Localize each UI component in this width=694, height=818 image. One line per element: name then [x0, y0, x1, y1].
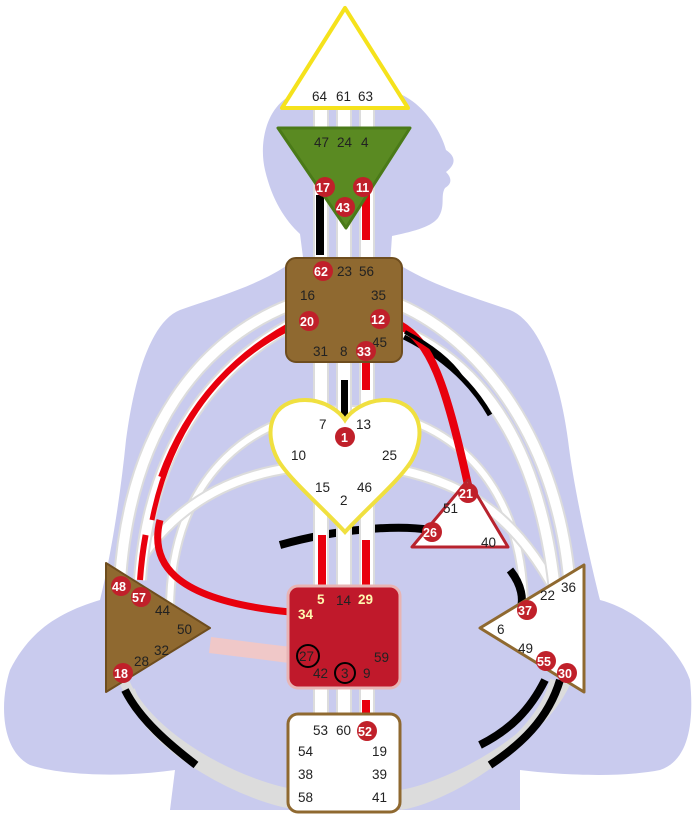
svg-text:17: 17: [316, 181, 330, 195]
solar-plexus-center: 36 22 37 6 49 55 30: [478, 563, 586, 694]
throat-center: 62 23 56 16 35 20 12 45 31 8 33: [285, 257, 403, 363]
gate-34: 34: [298, 607, 314, 622]
gate-47: 47: [314, 135, 329, 150]
gate-23: 23: [337, 264, 352, 279]
svg-text:43: 43: [336, 201, 350, 215]
svg-text:1: 1: [341, 431, 348, 445]
gate-54: 54: [298, 744, 314, 759]
gate-2: 2: [340, 493, 348, 508]
svg-text:37: 37: [518, 604, 532, 618]
gate-badge-37: 37: [517, 600, 537, 620]
gate-35: 35: [371, 288, 386, 303]
gate-27-ring: [296, 644, 320, 668]
sacral-center: 5 14 29 34 27 59 42 3 9: [286, 584, 402, 690]
gate-badge-11: 11: [353, 177, 373, 197]
gate-38: 38: [298, 767, 313, 782]
gate-45: 45: [372, 335, 387, 350]
gate-40: 40: [481, 535, 496, 550]
svg-text:48: 48: [112, 580, 126, 594]
gate-badge-21: 21: [458, 483, 478, 503]
gate-61: 61: [336, 89, 351, 104]
gate-51: 51: [443, 501, 458, 516]
channel-throat-spleen: [113, 298, 304, 616]
gate-badge-57: 57: [131, 587, 151, 607]
svg-text:62: 62: [314, 265, 328, 279]
gate-64: 64: [312, 89, 328, 104]
svg-text:55: 55: [537, 655, 551, 669]
svg-text:57: 57: [132, 591, 146, 605]
gate-44: 44: [155, 603, 171, 618]
gate-badge-55: 55: [536, 651, 556, 671]
svg-text:52: 52: [358, 725, 372, 739]
gate-28: 28: [134, 654, 149, 669]
gate-badge-17: 17: [315, 177, 335, 197]
channel-throat-solar-plexus: [397, 298, 577, 601]
gate-badge-62: 62: [313, 261, 333, 281]
svg-text:12: 12: [371, 313, 385, 327]
gate-3: 3: [341, 666, 349, 681]
ajna-center: 47 24 4 17 11 43: [276, 126, 412, 230]
gate-56: 56: [359, 264, 374, 279]
gate-7: 7: [319, 417, 327, 432]
gate-badge-12: 12: [370, 309, 390, 329]
channel-root-lines: [115, 637, 575, 810]
gate-22: 22: [540, 588, 555, 603]
gate-4: 4: [361, 135, 369, 150]
gate-6: 6: [497, 622, 505, 637]
gate-58: 58: [298, 790, 313, 805]
gate-19: 19: [372, 744, 387, 759]
gate-41: 41: [372, 790, 387, 805]
gate-63: 63: [358, 89, 373, 104]
svg-text:26: 26: [423, 526, 437, 540]
svg-text:33: 33: [357, 345, 371, 359]
gate-16: 16: [300, 288, 315, 303]
gate-badge-43: 43: [335, 197, 355, 217]
gate-46: 46: [357, 480, 372, 495]
gate-14: 14: [336, 593, 352, 608]
gate-15: 15: [315, 480, 330, 495]
gate-32: 32: [154, 643, 169, 658]
root-center: 53 60 52 54 19 38 39 58 41: [286, 712, 402, 814]
gate-badge-26: 26: [422, 522, 442, 542]
svg-text:21: 21: [459, 487, 473, 501]
gate-badge-33: 33: [356, 341, 376, 361]
gate-27: 27: [299, 649, 314, 664]
gate-5: 5: [317, 592, 325, 607]
svg-text:20: 20: [300, 315, 314, 329]
gate-39: 39: [372, 767, 387, 782]
gate-badge-18: 18: [113, 663, 133, 683]
gate-badge-1: 1: [335, 427, 355, 447]
gate-badge-30: 30: [557, 663, 577, 683]
gate-10: 10: [291, 448, 306, 463]
gate-13: 13: [356, 417, 371, 432]
gate-49: 49: [518, 641, 533, 656]
gate-29: 29: [358, 592, 373, 607]
gate-badge-20: 20: [299, 311, 319, 331]
gate-53: 53: [313, 723, 328, 738]
svg-text:11: 11: [356, 181, 369, 195]
heart-center: 21 51 26 40: [410, 478, 510, 550]
gate-25: 25: [382, 448, 397, 463]
gate-24: 24: [337, 135, 353, 150]
gate-36: 36: [561, 580, 576, 595]
gate-3-ring: [334, 662, 356, 684]
gate-8: 8: [340, 344, 348, 359]
svg-text:18: 18: [114, 667, 128, 681]
head-center: 64 61 63: [280, 6, 410, 110]
gate-60: 60: [336, 723, 351, 738]
gate-50: 50: [177, 622, 192, 637]
gate-9: 9: [363, 666, 371, 681]
spleen-center: 48 57 44 50 32 28 18: [105, 562, 211, 693]
g-center: 7 13 1 10 25 15 2 46: [268, 397, 422, 535]
svg-text:30: 30: [558, 667, 572, 681]
gate-31: 31: [313, 344, 328, 359]
gate-42: 42: [313, 666, 328, 681]
gate-badge-48: 48: [111, 576, 131, 596]
gate-59: 59: [374, 650, 389, 665]
gate-badge-52: 52: [357, 721, 377, 741]
